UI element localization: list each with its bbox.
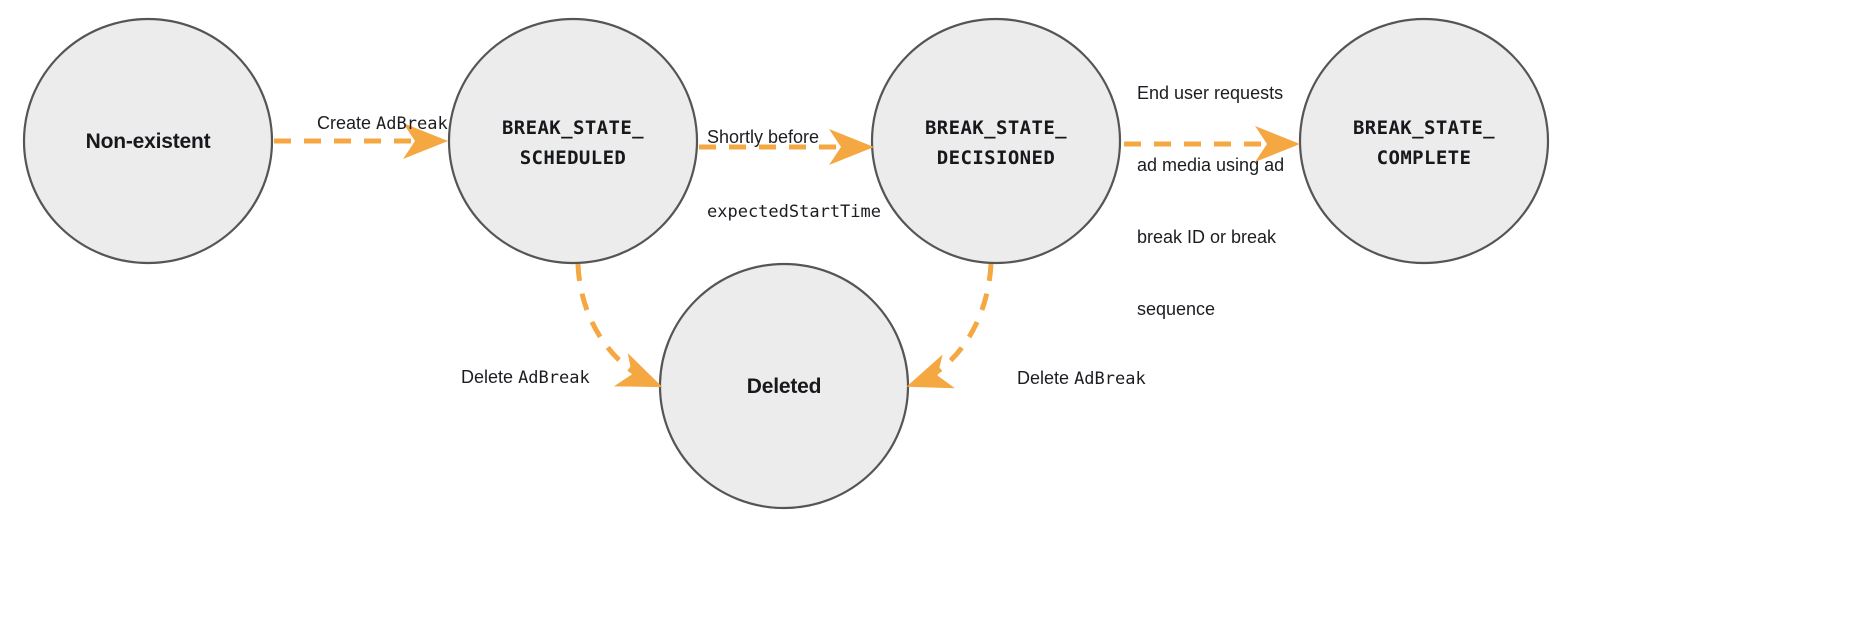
node-shape-break-state-complete[interactable] bbox=[1298, 17, 1550, 265]
edge-paths bbox=[274, 123, 1300, 389]
node-shape-break-state-decisioned[interactable] bbox=[870, 17, 1122, 265]
node-shape-deleted[interactable] bbox=[658, 262, 910, 510]
node-shape-break-state-scheduled[interactable] bbox=[447, 17, 699, 265]
edge-path-delete-adbreak-from-scheduled[interactable] bbox=[575, 263, 663, 388]
node-shapes bbox=[22, 17, 1550, 510]
edge-path-delete-adbreak-from-decisioned[interactable] bbox=[906, 263, 994, 389]
node-shape-non-existent[interactable] bbox=[22, 17, 274, 265]
